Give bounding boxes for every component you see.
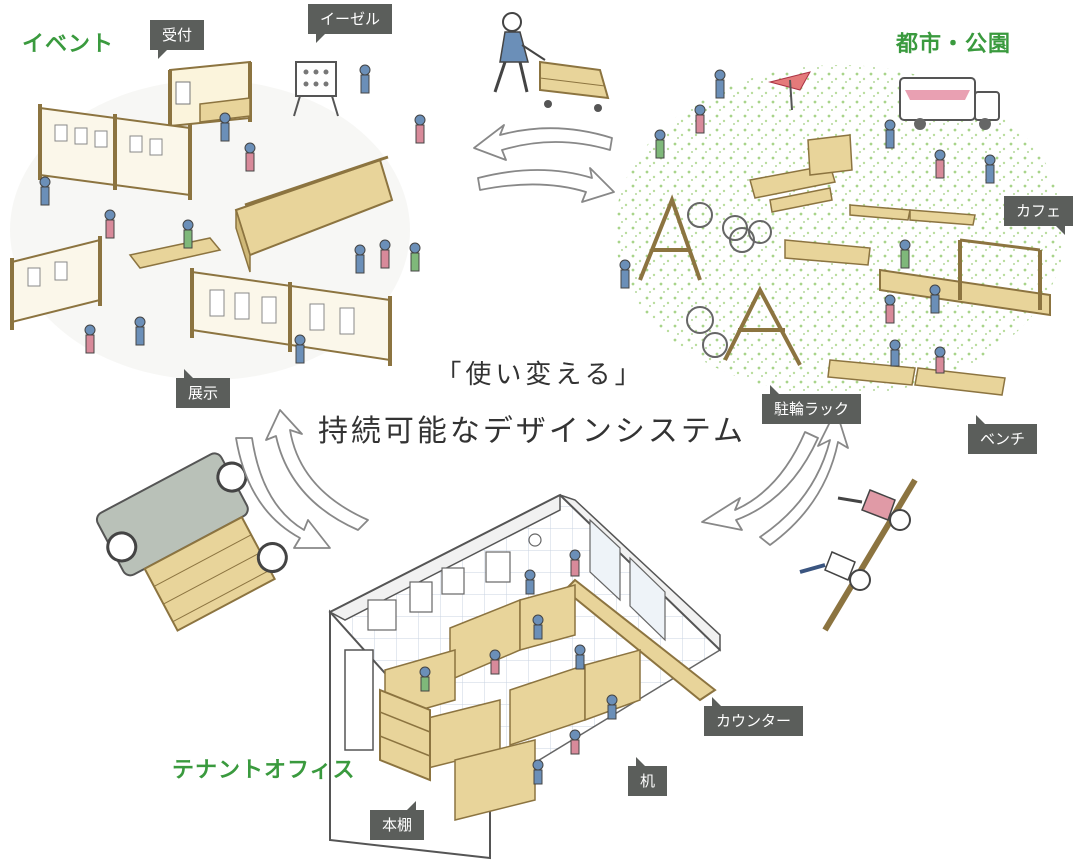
tag-desk: 机 xyxy=(628,757,668,796)
truck-icon xyxy=(95,452,288,632)
arrow-park-to-office xyxy=(701,431,819,531)
tag-counter: カウンター xyxy=(704,697,804,736)
tag-bike-rack: 駐輪ラック xyxy=(762,385,862,424)
parasol-icon xyxy=(768,71,811,111)
tag-bookshelf: 本棚 xyxy=(370,801,425,840)
arrow-office-to-event xyxy=(265,409,369,531)
cart-worker-icon xyxy=(493,12,610,112)
bookshelf xyxy=(379,688,431,782)
exhibition-wall-bottom xyxy=(190,268,392,366)
wall-posters xyxy=(367,533,542,631)
cafe-stand xyxy=(879,238,1051,317)
exhibition-panels-top xyxy=(38,104,192,200)
arrow-park-to-event xyxy=(473,124,613,161)
office-workers xyxy=(419,549,618,785)
arrow-event-to-office xyxy=(235,437,331,549)
section-title-event: イベント xyxy=(22,32,115,57)
center-title-line1: 「使い変える」 xyxy=(435,360,645,390)
office-scene xyxy=(328,493,722,860)
food-truck-icon xyxy=(899,77,1000,130)
reception-booth xyxy=(168,60,252,130)
tag-bench: ベンチ xyxy=(968,415,1038,454)
park-visitors xyxy=(619,69,996,374)
tag-reception: 受付 xyxy=(150,20,205,59)
arrow-event-to-park xyxy=(477,167,615,203)
display-shelf xyxy=(234,155,394,273)
bike-rack xyxy=(638,194,802,366)
cycle-arrows xyxy=(235,124,849,549)
bicycle-icon xyxy=(686,202,772,358)
center-title-line2: 持続可能なデザインシステム xyxy=(317,414,747,449)
easel xyxy=(293,61,339,117)
office-door xyxy=(344,649,374,751)
carrying-people-icon xyxy=(799,478,918,632)
event-scene xyxy=(10,60,426,380)
tag-easel: イーゼル xyxy=(308,4,393,43)
office-windows xyxy=(589,518,666,642)
park-scene xyxy=(615,65,1065,396)
exhibition-panels-left xyxy=(10,236,222,330)
section-title-tenant-office: テナントオフィス xyxy=(172,758,356,783)
tag-exhibition: 展示 xyxy=(176,369,231,408)
section-title-city-park: 都市・公園 xyxy=(896,32,1012,57)
event-visitors xyxy=(39,64,426,364)
tag-cafe: カフェ xyxy=(1004,196,1074,235)
park-benches xyxy=(749,134,1006,396)
